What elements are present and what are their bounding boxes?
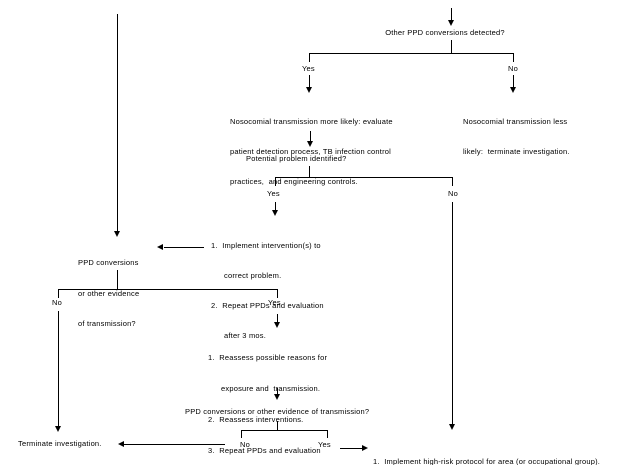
connector-entry-line bbox=[451, 8, 452, 20]
connector-no1-line bbox=[513, 75, 514, 87]
node-text-line: likely: terminate investigation. bbox=[463, 147, 570, 156]
arrow-down-yes3-icon bbox=[274, 322, 280, 328]
connector-q3-stem bbox=[117, 270, 118, 289]
label-no-branch4: No bbox=[240, 440, 250, 449]
node-text-line: PPD conversions bbox=[78, 258, 139, 267]
label-no-branch2: No bbox=[448, 189, 458, 198]
node-text-line: after 3 mos. bbox=[224, 331, 266, 340]
label-yes-branch4: Yes bbox=[318, 440, 331, 449]
arrow-down-to-q2-icon bbox=[307, 141, 313, 147]
node-text-line: of transmission? bbox=[78, 319, 136, 328]
connector-branch1 bbox=[309, 53, 514, 54]
connector-yes1-line bbox=[309, 75, 310, 87]
node-terminate-investigation: Terminate investigation. bbox=[18, 439, 102, 448]
question-ppd-conversions-evidence-2: PPD conversions or other evidence of tra… bbox=[185, 407, 370, 416]
label-yes-branch3: Yes bbox=[268, 298, 281, 307]
node-implement-interventions: 1. Implement intervention(s) to correct … bbox=[211, 221, 324, 361]
connector-branch2-no-drop bbox=[452, 178, 453, 186]
node-text-line: 3. Repeat PPDs and evaluation bbox=[208, 446, 321, 455]
label-yes-branch1: Yes bbox=[302, 64, 315, 73]
connector-branch2 bbox=[275, 177, 453, 178]
label-yes-branch2: Yes bbox=[267, 189, 280, 198]
connector-branch3-no-drop bbox=[58, 290, 59, 298]
node-reassess: 1. Reassess possible reasons for exposur… bbox=[208, 332, 327, 465]
connector-yes4-line bbox=[340, 448, 362, 449]
connector-left-long-line bbox=[117, 14, 118, 231]
arrow-left-no4-icon bbox=[118, 441, 124, 447]
question-other-ppd-conversions: Other PPD conversions detected? bbox=[385, 28, 505, 37]
connector-branch2-yes-drop bbox=[275, 178, 276, 186]
label-no-branch3: No bbox=[52, 298, 62, 307]
node-text-line: 1. Reassess possible reasons for bbox=[208, 353, 328, 362]
connector-to-ppd-question bbox=[164, 247, 204, 248]
arrow-down-yes2-icon bbox=[272, 210, 278, 216]
connector-to-q4 bbox=[277, 388, 278, 394]
node-text-line: or other evidence bbox=[78, 288, 140, 298]
node-high-risk-protocol: 1. Implement high-risk protocol for area… bbox=[373, 436, 600, 465]
connector-no3-long-line bbox=[58, 311, 59, 426]
connector-branch3-yes-drop bbox=[277, 290, 278, 298]
connector-branch1-no-drop bbox=[513, 54, 514, 62]
node-text-line: practices, and engineering controls. bbox=[230, 177, 358, 186]
node-nosocomial-more-likely: Nosocomial transmission more likely: eva… bbox=[230, 97, 393, 207]
connector-q2-stem bbox=[309, 166, 310, 178]
connector-no2-long-line bbox=[452, 202, 453, 424]
question-ppd-conversions-evidence: PPD conversions or other evidence of tra… bbox=[78, 238, 139, 350]
connector-q4-stem bbox=[277, 421, 278, 430]
arrow-left-to-ppd-question-icon bbox=[157, 244, 163, 250]
arrow-down-entry-icon bbox=[448, 20, 454, 26]
node-nosocomial-less-likely: Nosocomial transmission less likely: ter… bbox=[463, 97, 570, 177]
connector-branch4-no-drop bbox=[241, 431, 242, 438]
node-text-line: Nosocomial transmission more likely: eva… bbox=[230, 117, 393, 126]
arrow-down-to-q4-icon bbox=[274, 394, 280, 400]
connector-yes2-line bbox=[275, 202, 276, 210]
connector-branch1-yes-drop bbox=[309, 54, 310, 62]
node-text-line: 1. Implement high-risk protocol for area… bbox=[373, 457, 601, 465]
node-text-line: 1. Implement intervention(s) to bbox=[211, 241, 321, 250]
node-text-line: Nosocomial transmission less bbox=[463, 117, 568, 126]
connector-no4-line bbox=[124, 444, 225, 445]
connector-to-q2 bbox=[310, 131, 311, 141]
node-text-line: patient detection process, TB infection … bbox=[230, 147, 392, 156]
arrow-right-yes4-icon bbox=[362, 445, 368, 451]
arrow-down-high-risk-icon bbox=[449, 424, 455, 430]
node-text-line: 2. Repeat PPDs and evaluation bbox=[211, 301, 324, 310]
connector-q1-stem bbox=[451, 40, 452, 53]
connector-branch3 bbox=[58, 289, 278, 290]
connector-branch4-yes-drop bbox=[327, 431, 328, 438]
node-text-line: 2. Reassess interventions. bbox=[208, 415, 304, 424]
arrow-down-yes1-icon bbox=[306, 87, 312, 93]
connector-yes3-line bbox=[277, 314, 278, 322]
arrow-down-no1-icon bbox=[510, 87, 516, 93]
connector-branch4 bbox=[241, 430, 328, 431]
node-text-line: exposure and transmission. bbox=[221, 384, 321, 393]
node-text-line: correct problem. bbox=[224, 271, 282, 280]
question-potential-problem: Potential problem identified? bbox=[246, 154, 347, 163]
arrow-down-terminate-icon bbox=[55, 426, 61, 432]
label-no-branch1: No bbox=[508, 64, 518, 73]
arrow-down-left-long-icon bbox=[114, 231, 120, 237]
